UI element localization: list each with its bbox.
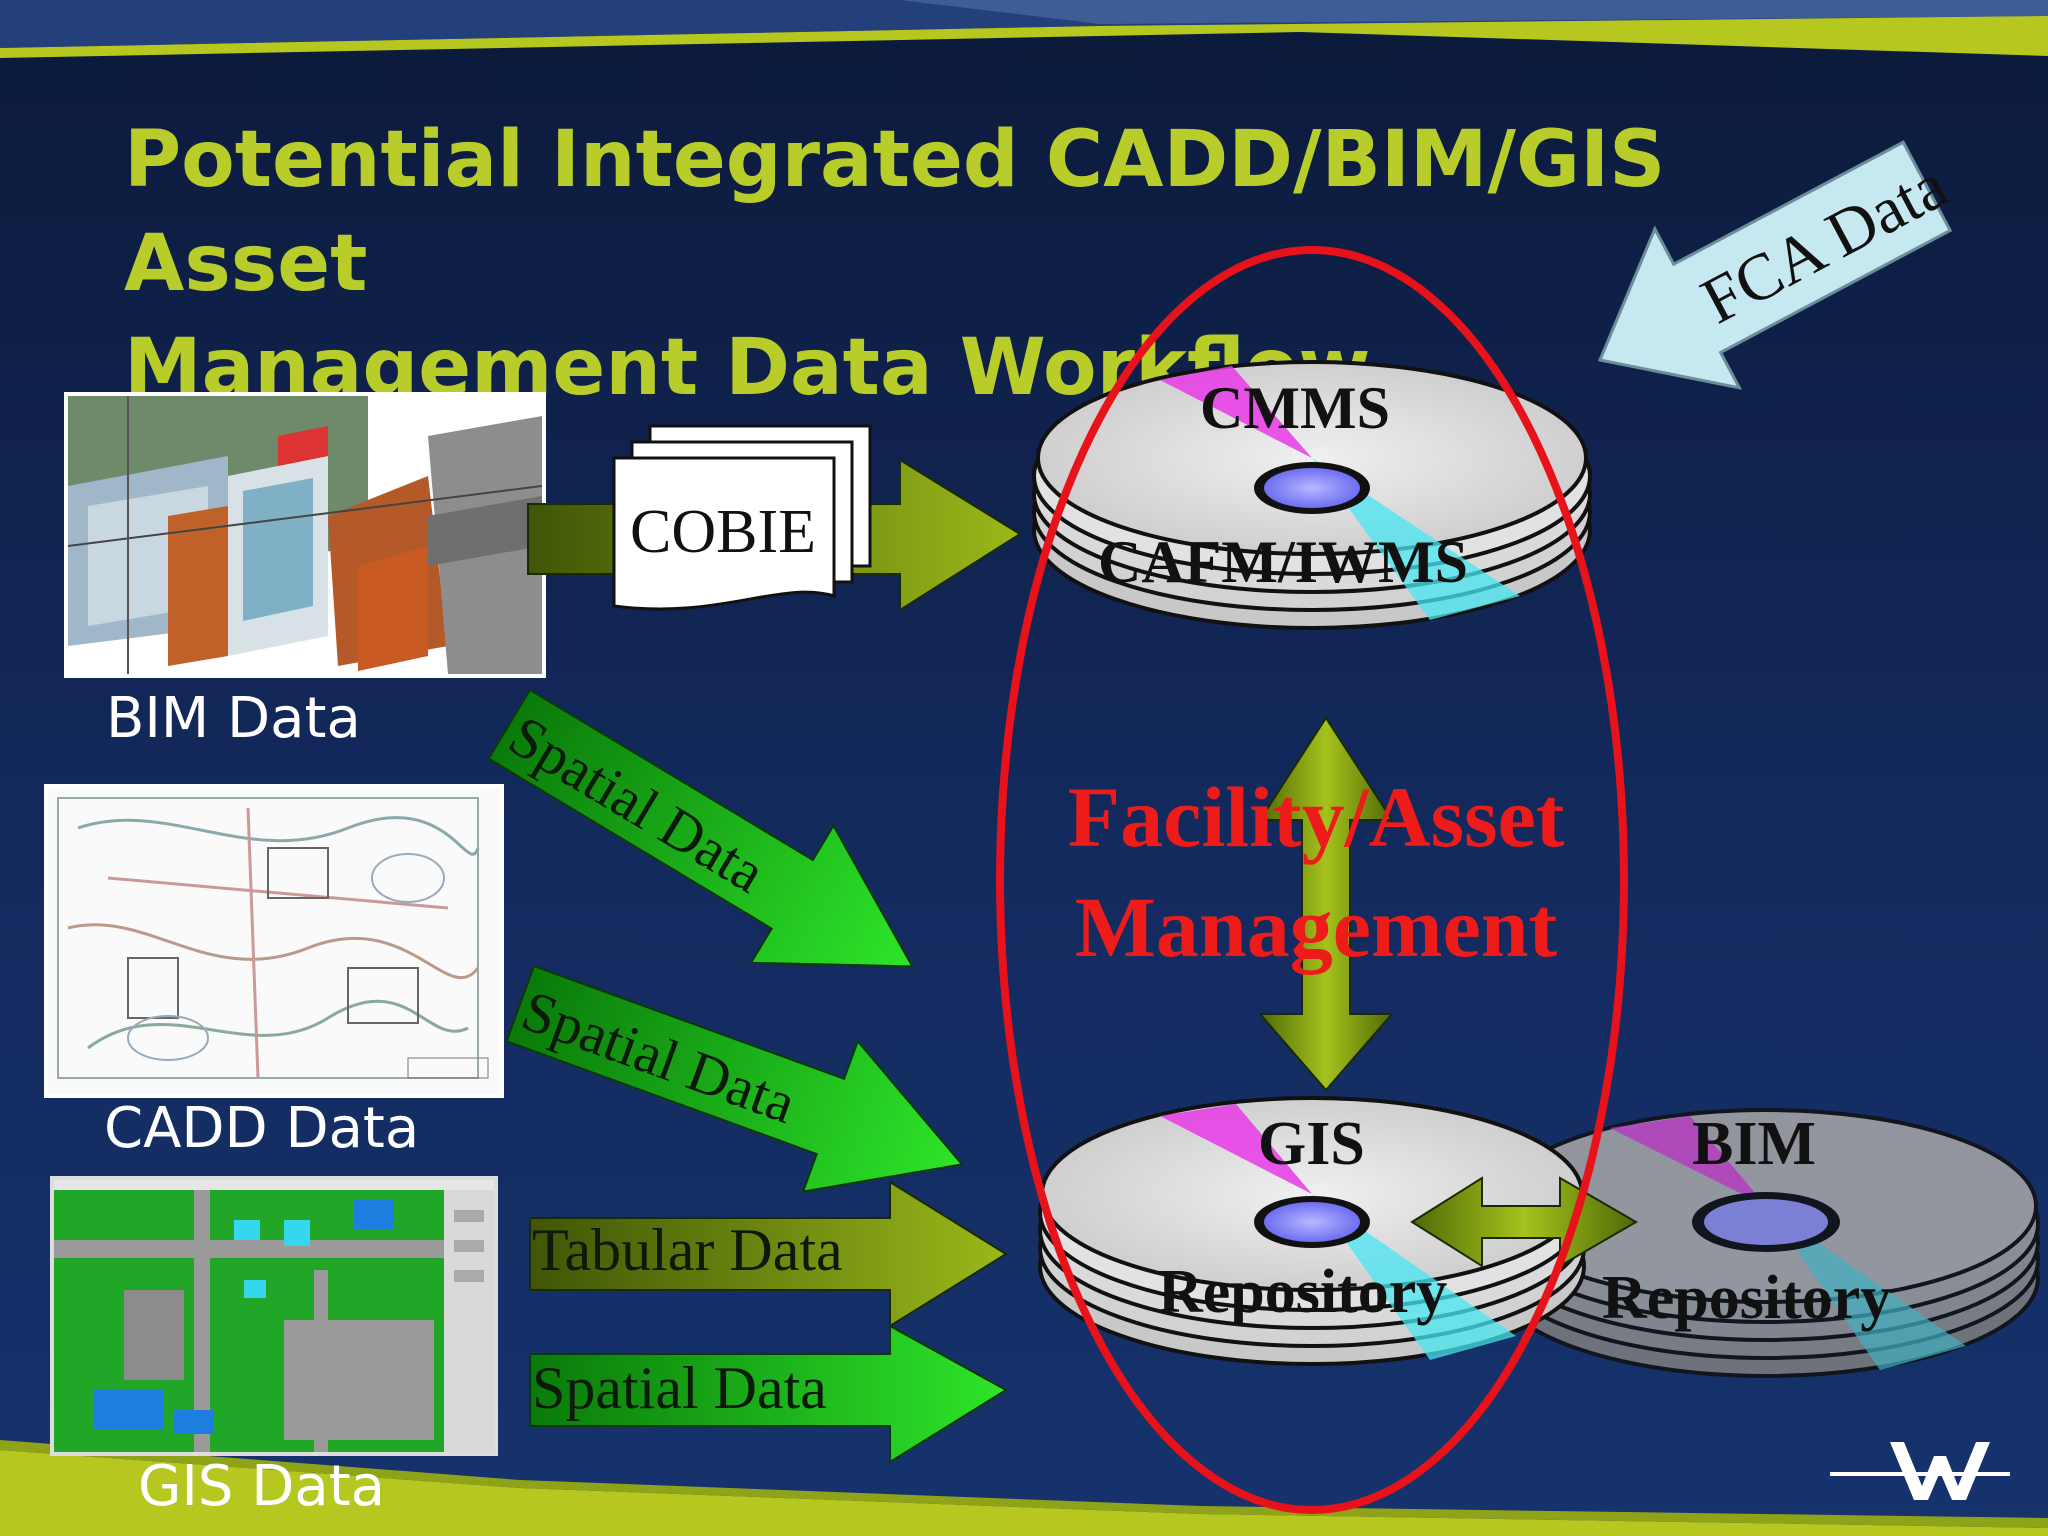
w-logo-icon (1830, 1442, 2010, 1500)
spatial-flow-arrow-mid: Spatial Data (505, 964, 964, 1193)
cobie-label: COBIE (630, 498, 816, 566)
gis-repository-label: Repository (1158, 1258, 1447, 1326)
spatial-flow-arrow-bottom (529, 1324, 1008, 1464)
bim-thumbnail (64, 392, 546, 678)
cafm-iwms-label: CAFM/IWMS (1098, 529, 1468, 595)
cmms-label: CMMS (1200, 375, 1390, 441)
cadd-data-label: CADD Data (104, 1096, 420, 1161)
cobie-document-icon: COBIE (612, 424, 872, 611)
vertical-exchange-arrow (1257, 716, 1395, 1092)
gis-thumbnail (50, 1176, 498, 1456)
title-line-1: Potential Integrated CADD/BIM/GIS Asset (124, 115, 1666, 309)
facility-asset-highlight-ellipse (996, 246, 1628, 1514)
spatial-data-label-bottom: Spatial Data (532, 1355, 827, 1421)
top-accent-band (0, 0, 2048, 58)
cmms-disk-stack: CMMS CAFM/IWMS (1032, 360, 1592, 630)
bim-label: BIM (1692, 1110, 1816, 1178)
center-label-line-2: Management (1075, 879, 1558, 975)
bim-repository-disk-stack (1492, 1108, 2040, 1378)
gis-data-label: GIS Data (138, 1454, 385, 1519)
tabular-data-label: Tabular Data (532, 1217, 843, 1283)
center-label-line-1: Facility/Asset (1068, 769, 1565, 865)
spatial-data-label-top: Spatial Data (498, 703, 776, 906)
fca-data-arrow: FCA Data (1597, 140, 1959, 390)
bottom-accent-band (0, 1440, 2048, 1536)
bim-repository-label: Repository (1602, 1264, 1891, 1332)
bim-data-label: BIM Data (106, 686, 361, 751)
tabular-flow-arrow (529, 1180, 1008, 1328)
cadd-thumbnail (44, 784, 504, 1098)
gis-label: GIS (1258, 1110, 1365, 1178)
